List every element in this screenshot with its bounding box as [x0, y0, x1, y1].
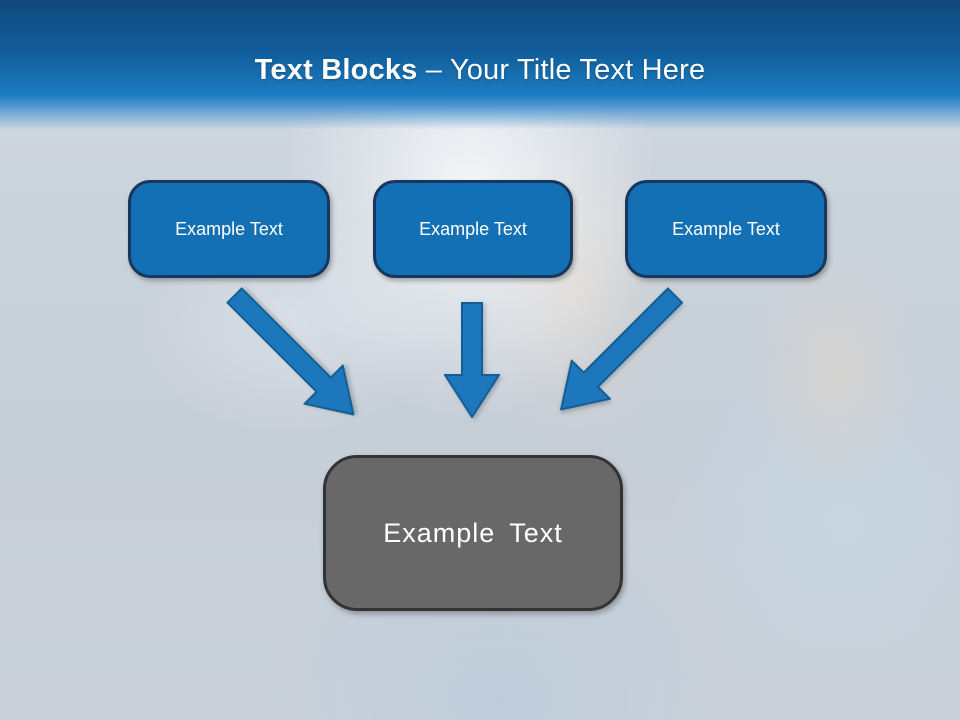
- arrow-down-icon: [444, 302, 500, 418]
- text-block-3: Example Text: [625, 180, 827, 278]
- slide-title-regular: – Your Title Text Here: [425, 54, 706, 86]
- text-block-3-label: Example Text: [672, 218, 780, 239]
- slide-header-band: Text Blocks – Your Title Text Here: [0, 0, 960, 132]
- slide-title: Text Blocks – Your Title Text Here: [0, 54, 960, 87]
- arrow-down-right-icon: [214, 275, 374, 435]
- result-block: Example Text: [323, 455, 623, 611]
- text-block-2-label: Example Text: [419, 218, 527, 239]
- slide-title-bold: Text Blocks: [254, 54, 418, 86]
- arrow-down-left-icon: [541, 275, 696, 430]
- text-block-2: Example Text: [373, 180, 573, 278]
- result-block-label: Example Text: [383, 517, 563, 548]
- text-block-1-label: Example Text: [175, 218, 283, 239]
- text-block-1: Example Text: [128, 180, 330, 278]
